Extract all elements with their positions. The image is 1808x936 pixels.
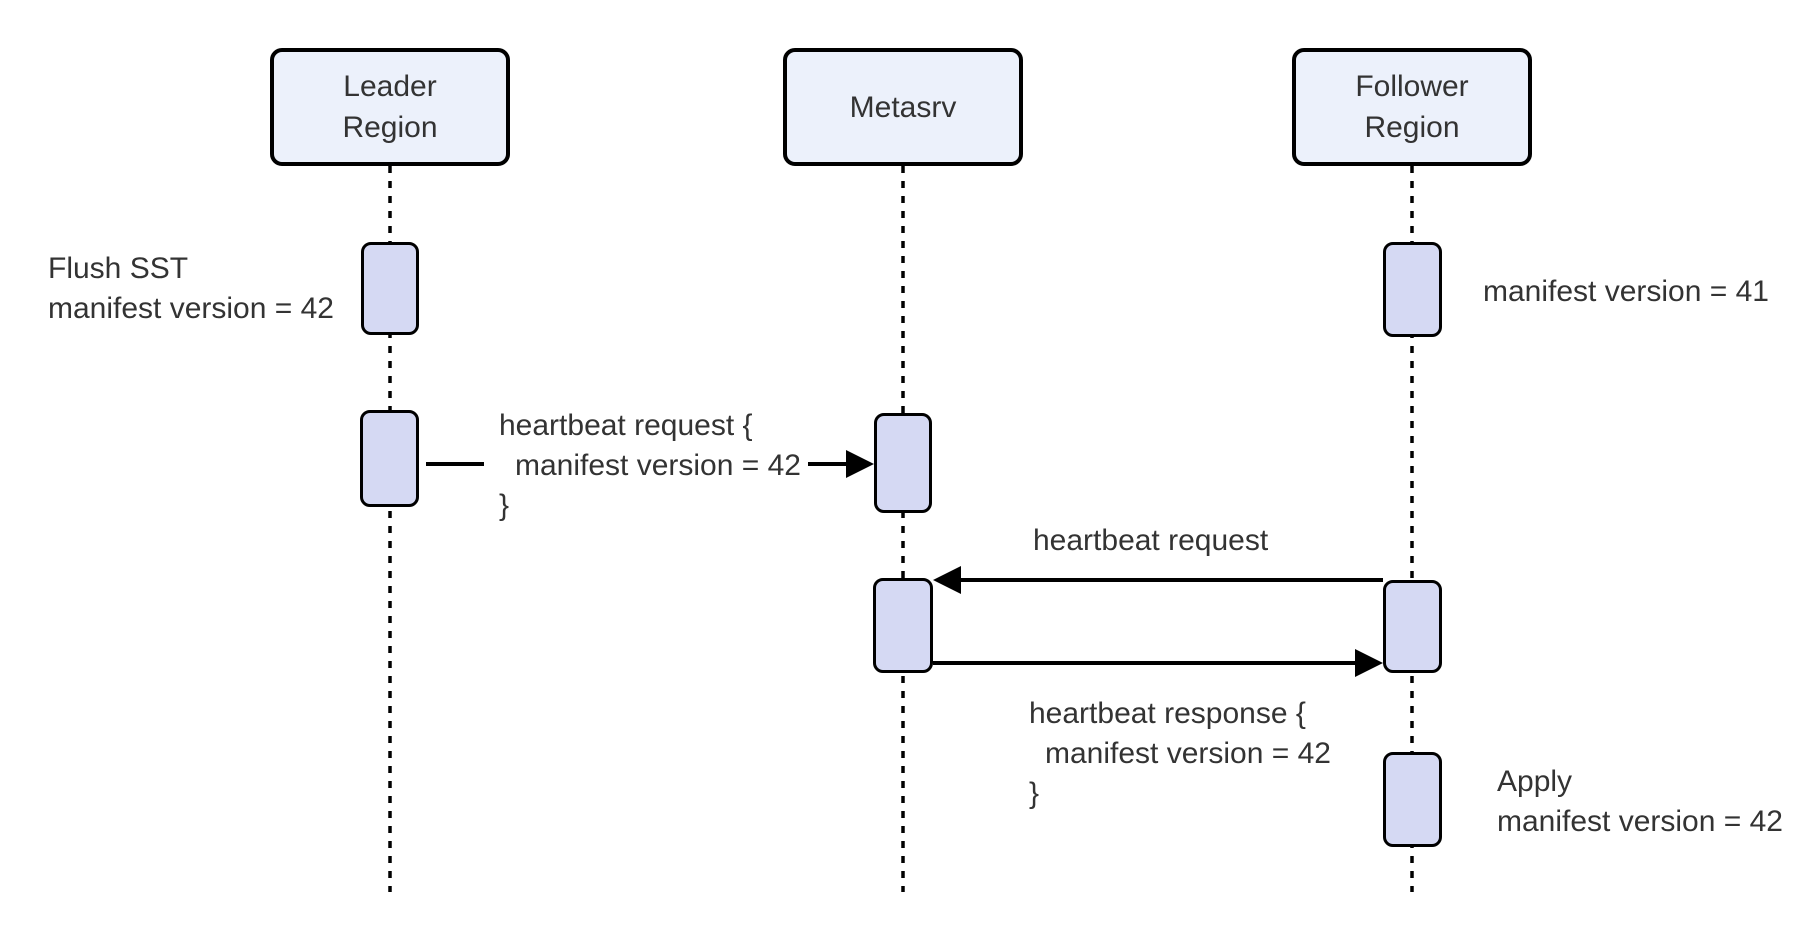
message-label-follower-heartbeat: heartbeat request xyxy=(1033,521,1268,561)
arrowhead-heartbeat-response xyxy=(1355,649,1383,677)
message-label-heartbeat-response: heartbeat response { manifest version = … xyxy=(1029,694,1331,814)
message-line: heartbeat response { xyxy=(1029,697,1306,730)
note-line: Flush SST xyxy=(48,252,189,285)
activation-leader-flush xyxy=(361,242,419,335)
arrowhead-leader-heartbeat xyxy=(846,450,874,478)
activation-metasrv-leader-heartbeat xyxy=(874,413,932,513)
message-line: heartbeat request { xyxy=(499,409,753,442)
message-label-leader-heartbeat: heartbeat request { manifest version = 4… xyxy=(499,406,801,526)
activation-follower-heartbeat xyxy=(1383,580,1442,673)
message-line: } xyxy=(1029,777,1040,810)
participant-leader-region: Leader Region xyxy=(270,48,510,166)
activation-follower-manifest41 xyxy=(1383,242,1442,337)
message-line: manifest version = 42 xyxy=(1045,737,1331,770)
participant-metasrv: Metasrv xyxy=(783,48,1023,166)
participant-label: Metasrv xyxy=(849,90,957,124)
message-line: heartbeat request xyxy=(1033,524,1269,557)
activation-metasrv-follower-heartbeat xyxy=(873,578,933,673)
participant-label: Region xyxy=(342,111,438,144)
note-apply: Apply manifest version = 42 xyxy=(1497,762,1783,842)
note-line: Apply xyxy=(1497,765,1573,798)
participant-label: Follower xyxy=(1355,70,1469,103)
note-line: manifest version = 41 xyxy=(1483,275,1769,308)
participant-label: Region xyxy=(1364,111,1460,144)
message-line: manifest version = 42 xyxy=(515,449,801,482)
participant-follower-region: Follower Region xyxy=(1292,48,1532,166)
activation-follower-apply xyxy=(1383,752,1442,847)
note-line: manifest version = 42 xyxy=(48,292,334,325)
note-follower-manifest-41: manifest version = 41 xyxy=(1483,272,1769,312)
participant-label: Leader xyxy=(343,70,437,103)
activation-leader-heartbeat xyxy=(360,410,419,507)
arrowhead-follower-heartbeat xyxy=(933,566,961,594)
note-line: manifest version = 42 xyxy=(1497,805,1783,838)
note-flush-sst: Flush SST manifest version = 42 xyxy=(48,249,334,329)
message-line: } xyxy=(499,489,510,522)
